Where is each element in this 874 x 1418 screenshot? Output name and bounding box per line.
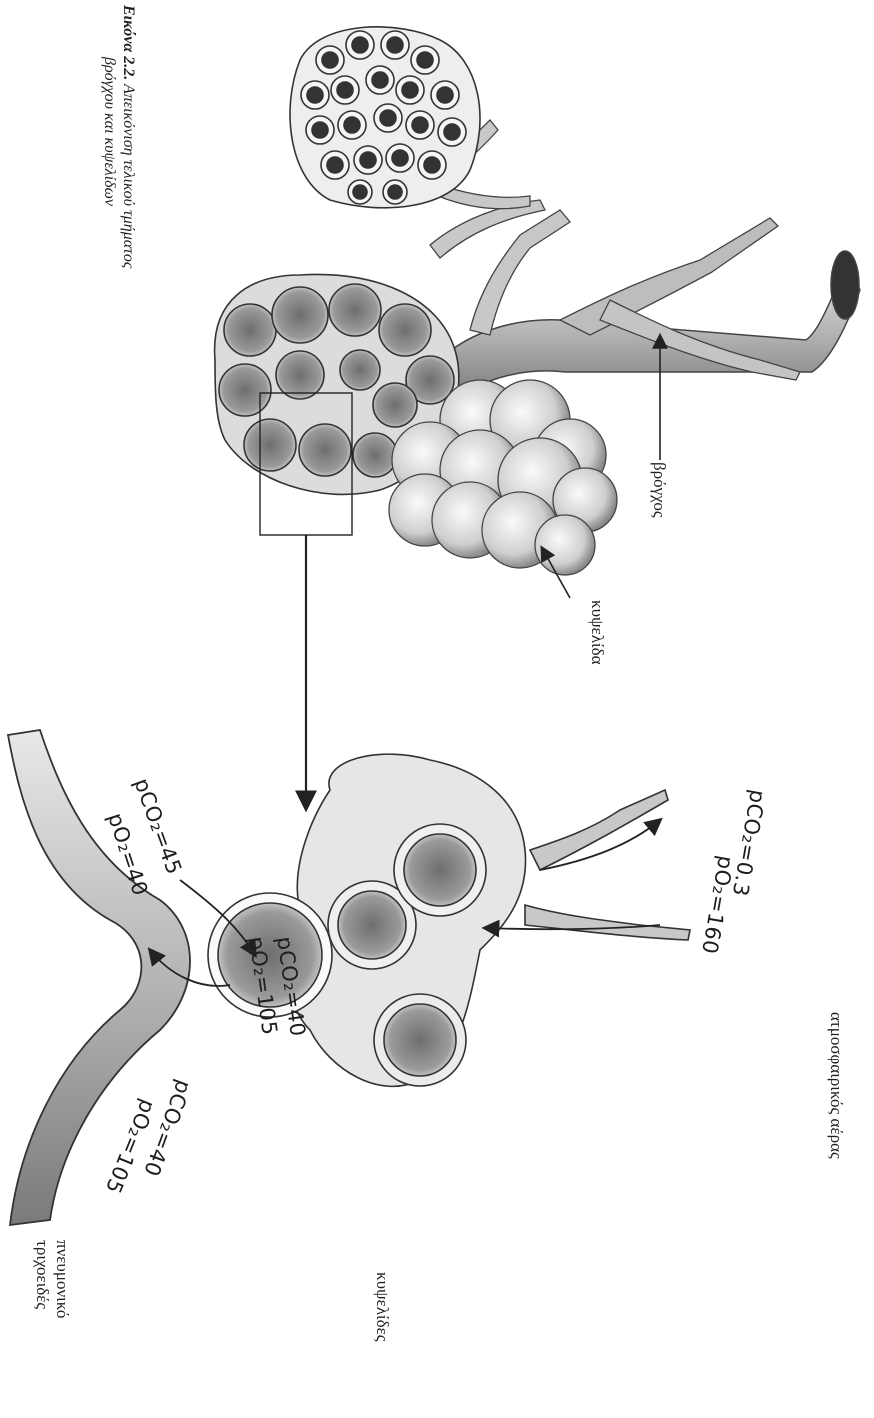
caption-line2: βρόγχου και κυψελίδων (100, 5, 119, 268)
label-capillary: πνευμονικό τριχοειδές (32, 1240, 72, 1318)
alveoli-closeup (208, 754, 690, 1086)
label-alveolus: κυψελίδα (587, 600, 607, 665)
label-atmospheric-air: ατμοσφαιρικός αέρας (826, 1012, 846, 1159)
alveolar-sac-lattice (290, 27, 480, 208)
label-alveoli: κυψελίδες (372, 1272, 392, 1341)
figure-caption: Εικόνα 2.2. Απεικόνιση τελικού τμήματος … (100, 5, 138, 268)
caption-line1: Απεικόνιση τελικού τμήματος (120, 84, 137, 268)
caption-number: Εικόνα 2.2. (120, 5, 137, 80)
bronchus-tube (420, 120, 860, 400)
label-capillary-line2: τριχοειδές (32, 1240, 52, 1318)
label-bronchus: βρόγχος (649, 462, 669, 518)
label-capillary-line1: πνευμονικό (52, 1240, 72, 1318)
